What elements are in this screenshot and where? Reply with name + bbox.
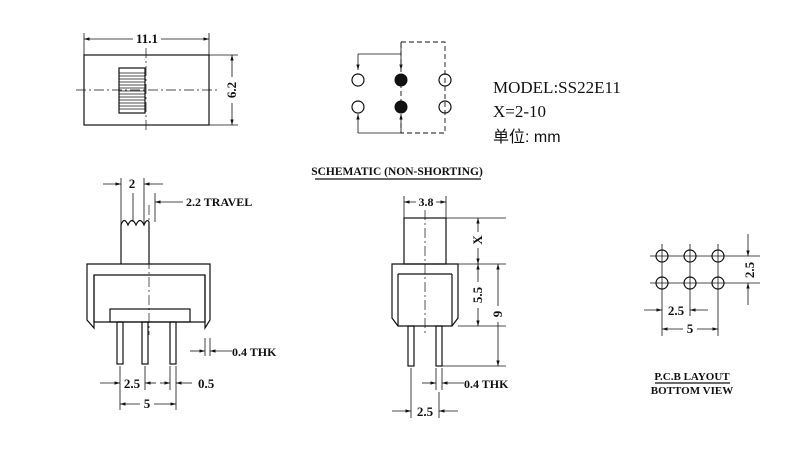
pcb-hole [655,249,669,263]
terminal-open [351,73,365,87]
side-view: 2 2.2 TRAVEL 0.4 THK 2.5 0.5 5 [86,176,277,411]
side-body-shell [86,263,211,331]
terminal-common [394,73,408,87]
knob-ribs [119,72,145,110]
side-base [109,308,191,323]
top-width-dimension: 11.1 [136,31,158,46]
x-range-line: X=2-10 [493,102,546,121]
pcb-row-pitch: 2.5 [742,261,757,278]
pcb-layout: 2.5 2.5 5 P.C.B LAYOUT BOTTOM VIEW [644,234,760,397]
pcb-hole [711,249,725,263]
side-pin-width: 0.5 [198,376,215,391]
unit-line: 单位: mm [493,128,561,146]
pcb-title-line2: BOTTOM VIEW [651,385,733,397]
side-pin [116,321,124,365]
end-pin-pitch: 2.5 [417,404,434,419]
pcb-span: 5 [687,321,694,336]
side-thickness: 0.4 THK [232,345,277,359]
side-knob-width: 2 [129,176,136,191]
side-pin [141,321,149,365]
pcb-crosshairs [650,244,730,295]
top-view: 11.1 6.2 [76,30,240,132]
pcb-title-line1: P.C.B LAYOUT [654,371,730,383]
end-pin [407,325,415,367]
side-pin-pitch: 2.5 [124,376,141,391]
pcb-hole [683,276,697,290]
side-pin-span: 5 [144,396,151,411]
end-knob-width: 3.8 [419,195,434,209]
terminal-open [438,100,452,114]
model-info: MODEL:SS22E11 X=2-10 单位: mm [493,78,621,146]
schematic: SCHEMATIC (NON-SHORTING) [311,41,483,180]
end-view: 3.8 X 5.5 9 0.4 THK 2.5 [391,194,509,419]
side-travel: 2.2 TRAVEL [186,195,252,209]
side-pin [169,321,177,365]
end-total-height: 9 [490,310,505,317]
top-height-dimension: 6.2 [224,82,239,98]
terminal-common [394,100,408,114]
end-pin [435,325,443,367]
pcb-hole [655,276,669,290]
pcb-col-pitch: 2.5 [668,303,685,318]
side-knob [120,219,150,264]
model-line: MODEL:SS22E11 [493,78,621,97]
top-view-knob [118,67,146,114]
terminal-open [438,73,452,87]
terminal-open [351,100,365,114]
end-thickness: 0.4 THK [464,377,509,391]
end-body-height: 5.5 [470,286,485,303]
end-x-label: X [470,235,485,245]
pcb-hole [711,276,725,290]
schematic-dashed-box [400,41,446,134]
pcb-hole [683,249,697,263]
schematic-title: SCHEMATIC (NON-SHORTING) [311,166,483,178]
